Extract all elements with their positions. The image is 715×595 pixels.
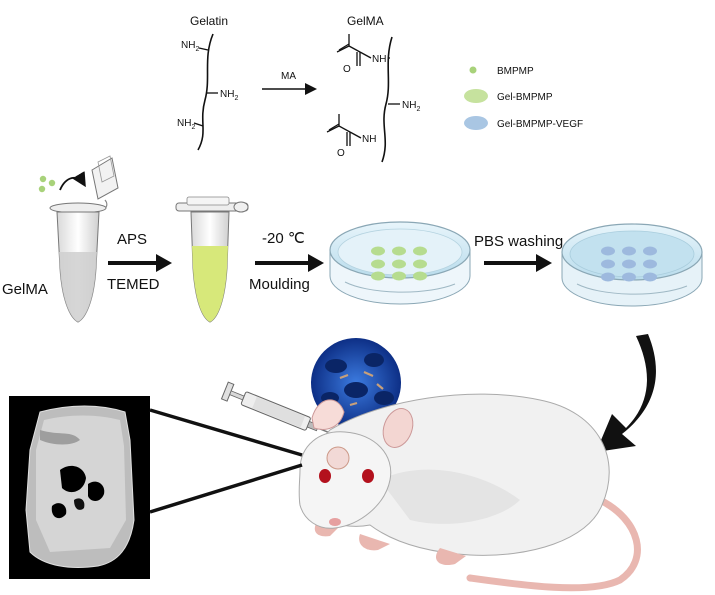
step-arrow-2: -20 ℃ Moulding bbox=[249, 230, 324, 293]
legend-swatch-gel-bmpmp-vegf bbox=[464, 116, 488, 130]
rat-eye-left bbox=[319, 469, 331, 483]
reaction-label: MA bbox=[281, 71, 296, 82]
carbonyl-o-1: O bbox=[343, 64, 351, 75]
particles bbox=[38, 171, 86, 193]
amine-group-2: NH2 bbox=[220, 89, 238, 102]
amide-group-2: NH bbox=[362, 134, 376, 145]
legend-swatch-bmpmp bbox=[469, 66, 477, 74]
amine-group-4: NH2 bbox=[402, 100, 420, 113]
zoom-lines bbox=[149, 408, 303, 514]
step-arrow-3: PBS washing bbox=[474, 233, 563, 272]
step1-bottom-label: TEMED bbox=[107, 276, 160, 293]
step2-bottom-label: Moulding bbox=[249, 276, 310, 293]
legend-swatch-gel-bmpmp bbox=[464, 89, 488, 103]
implantation-curved-arrow bbox=[596, 334, 656, 452]
step2-top-label: -20 ℃ bbox=[262, 230, 305, 247]
reaction-arrow: MA bbox=[262, 71, 317, 95]
legend-label-bmpmp: BMPMP bbox=[497, 66, 534, 77]
gel-discs-green bbox=[371, 246, 427, 281]
carbonyl-o-2: O bbox=[337, 148, 345, 159]
gelma-tube-label: GelMA bbox=[2, 281, 48, 298]
tube-crosslinked bbox=[175, 196, 249, 323]
gelma-label: GelMA bbox=[347, 14, 384, 28]
petri-dish-green bbox=[329, 221, 471, 305]
amide-group-1: NH bbox=[372, 54, 386, 65]
step1-top-label: APS bbox=[117, 231, 147, 248]
legend-label-gel-bmpmp: Gel-BMPMP bbox=[497, 92, 553, 103]
gelma-structure: GelMA NH O NH2 NH O bbox=[326, 14, 420, 163]
micro-ct-image bbox=[9, 396, 150, 579]
amine-group-1: NH2 bbox=[181, 40, 199, 53]
step-arrow-1: APS TEMED bbox=[107, 231, 172, 293]
gel-discs-blue bbox=[601, 246, 657, 282]
rat-eye-right bbox=[362, 469, 374, 483]
legend: BMPMP Gel-BMPMP Gel-BMPMP-VEGF bbox=[464, 66, 583, 130]
petri-dish-blue bbox=[561, 223, 703, 307]
amine-group-3: NH2 bbox=[177, 118, 195, 131]
step3-top-label: PBS washing bbox=[474, 233, 563, 250]
gelatin-structure: Gelatin NH2 NH2 NH2 bbox=[177, 14, 238, 151]
gelatin-label: Gelatin bbox=[190, 14, 228, 28]
implant-site-circle bbox=[326, 446, 350, 470]
tube-gelma: GelMA bbox=[2, 155, 119, 323]
legend-label-gel-bmpmp-vegf: Gel-BMPMP-VEGF bbox=[497, 119, 583, 130]
rat-illustration bbox=[298, 393, 641, 592]
